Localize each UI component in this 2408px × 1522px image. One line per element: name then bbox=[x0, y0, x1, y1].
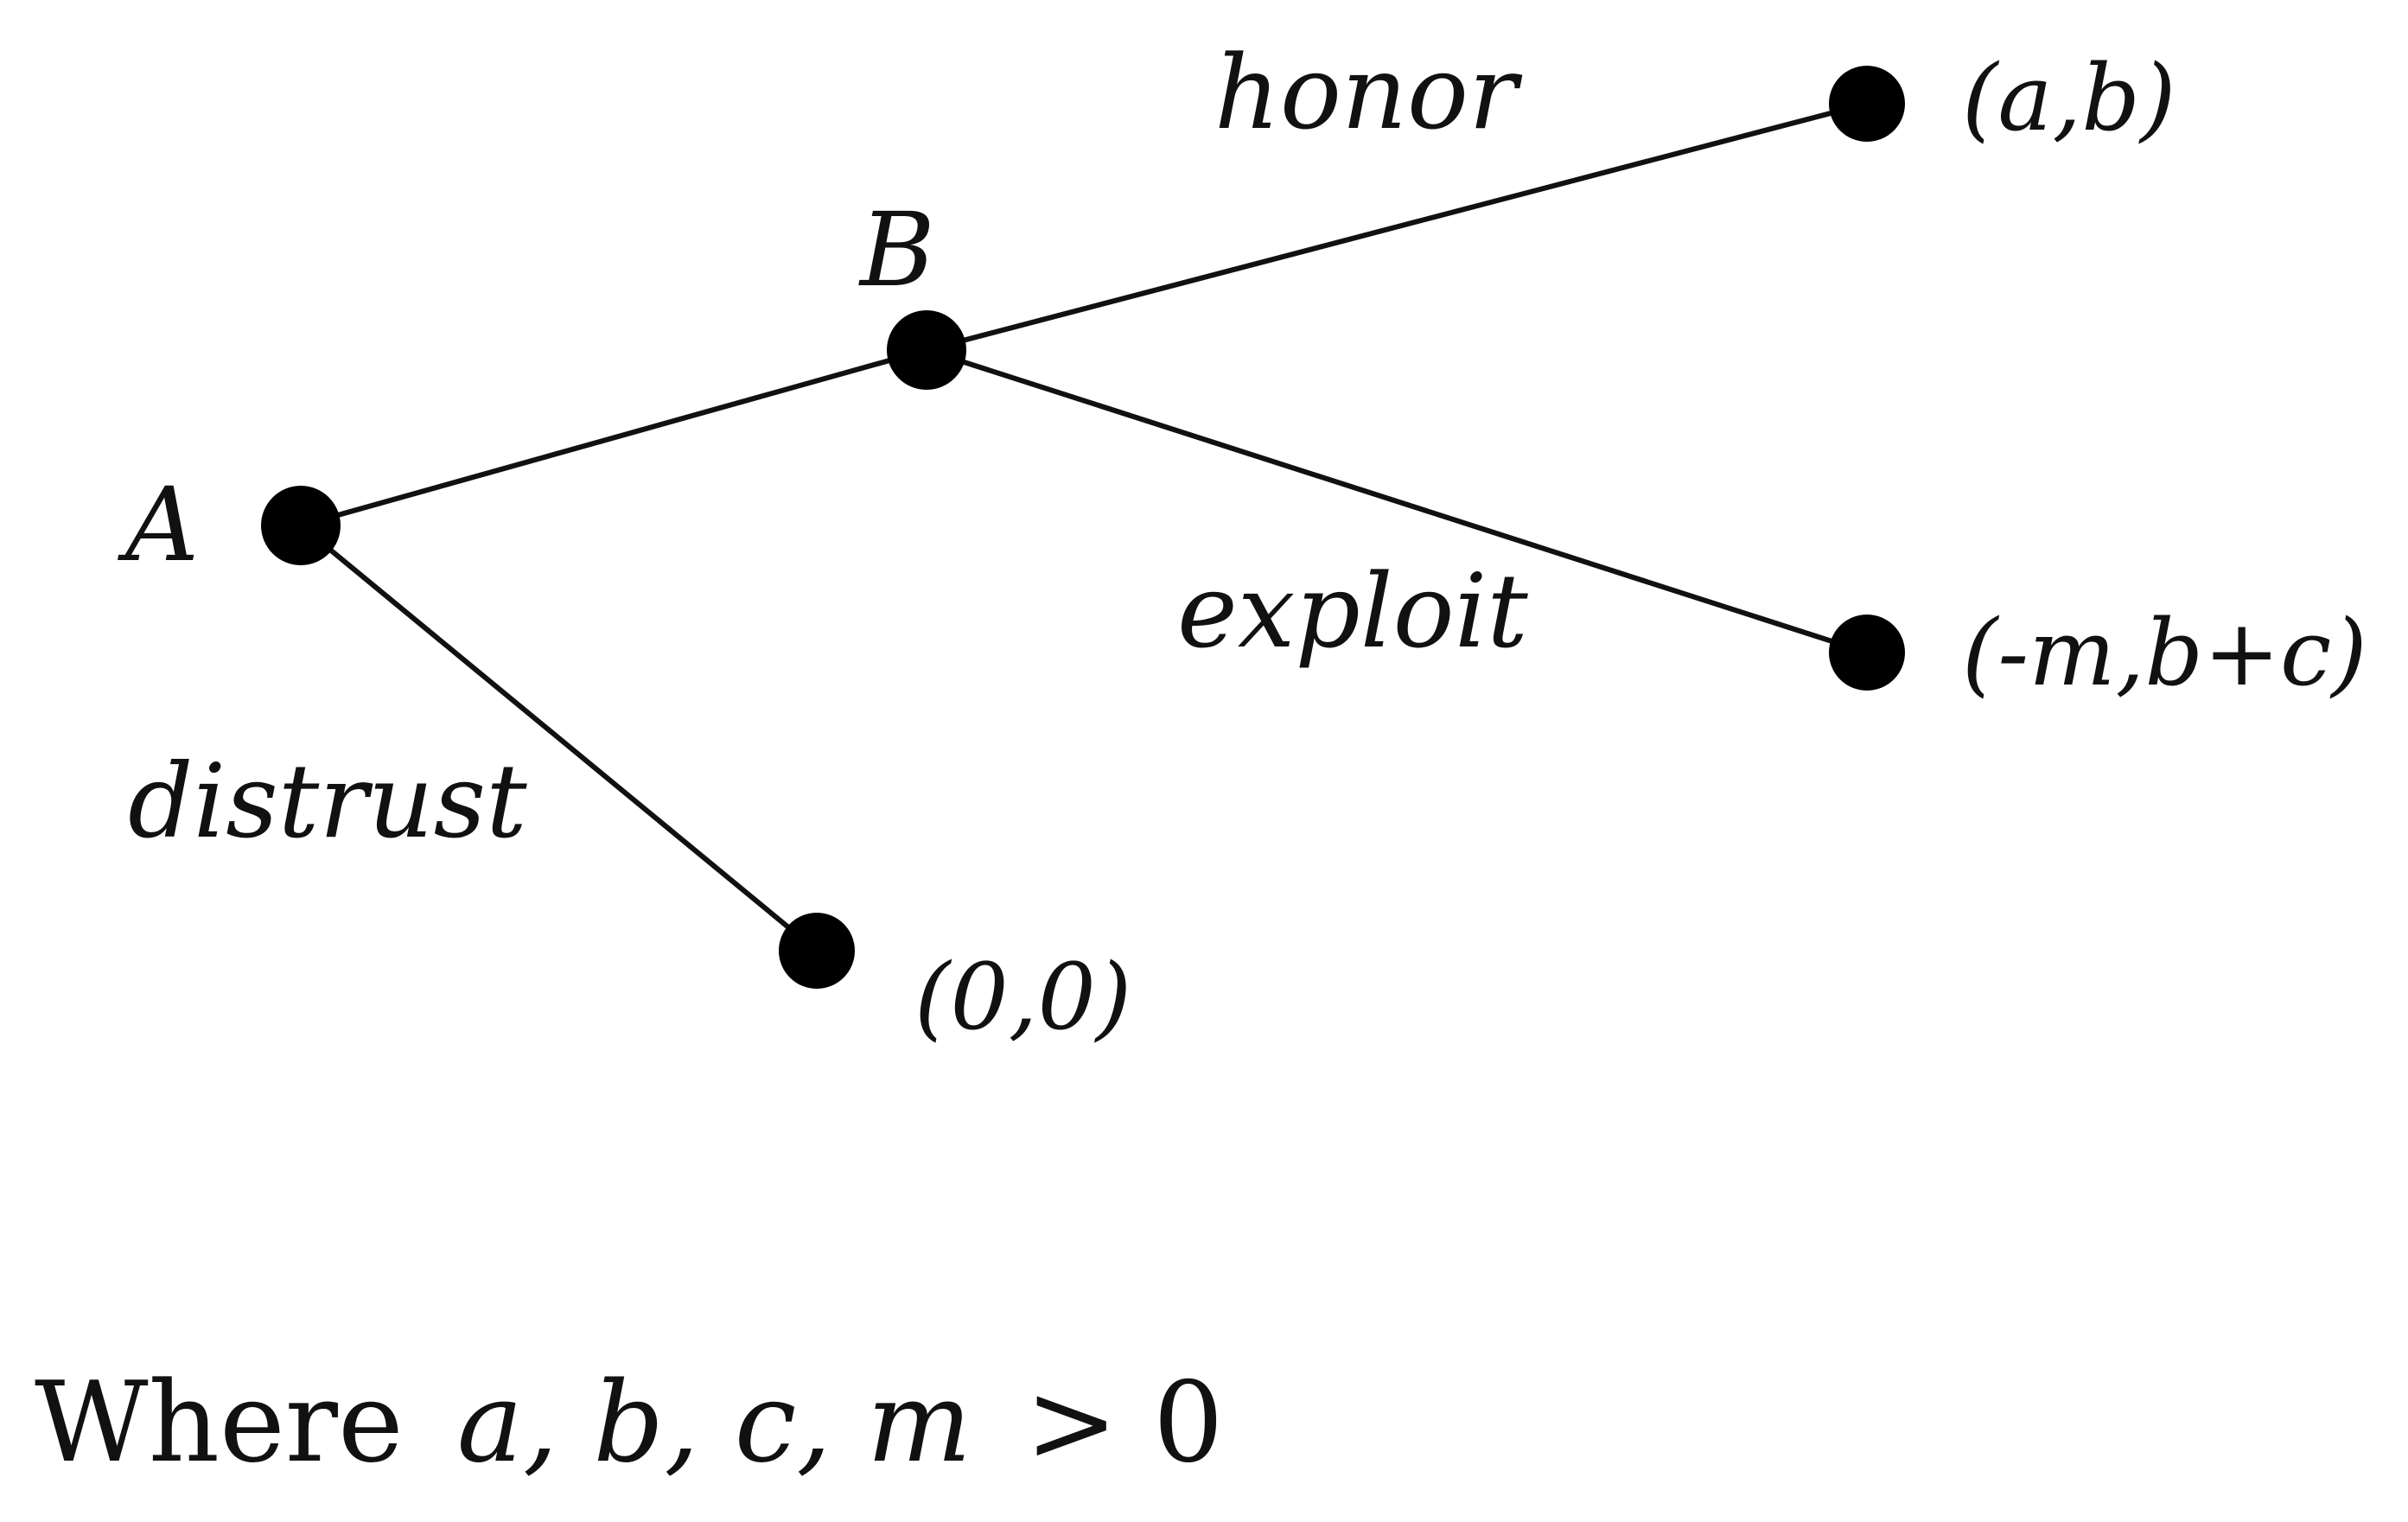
payoff-label-distrust: (0,0) bbox=[914, 944, 1131, 1050]
edge-a-distrust bbox=[298, 523, 819, 953]
payoff-label-honor: (a,b) bbox=[1962, 45, 2175, 151]
action-label-honor: honor bbox=[1214, 33, 1523, 152]
node-b bbox=[887, 310, 966, 390]
condition-relation: > 0 bbox=[1025, 1359, 1223, 1487]
player-label-b: B bbox=[858, 190, 935, 309]
node-a bbox=[261, 486, 341, 565]
condition-variables: a, b, c, m bbox=[457, 1359, 971, 1487]
condition-prefix: Where bbox=[35, 1359, 404, 1487]
action-label-exploit: exploit bbox=[1177, 551, 1528, 671]
terminal-node-exploit bbox=[1829, 615, 1905, 691]
payoff-label-exploit: (-m,b+c) bbox=[1962, 600, 2367, 706]
edge-b-honor bbox=[924, 101, 1870, 353]
terminal-node-honor bbox=[1829, 66, 1905, 142]
edge-b-exploit bbox=[924, 347, 1870, 655]
player-label-a: A bbox=[118, 465, 199, 584]
condition-caption: Where a, b, c, m > 0 bbox=[35, 1359, 1224, 1487]
terminal-node-distrust bbox=[779, 913, 855, 989]
action-label-distrust: distrust bbox=[128, 742, 527, 861]
edge-a-to-b bbox=[298, 347, 929, 528]
